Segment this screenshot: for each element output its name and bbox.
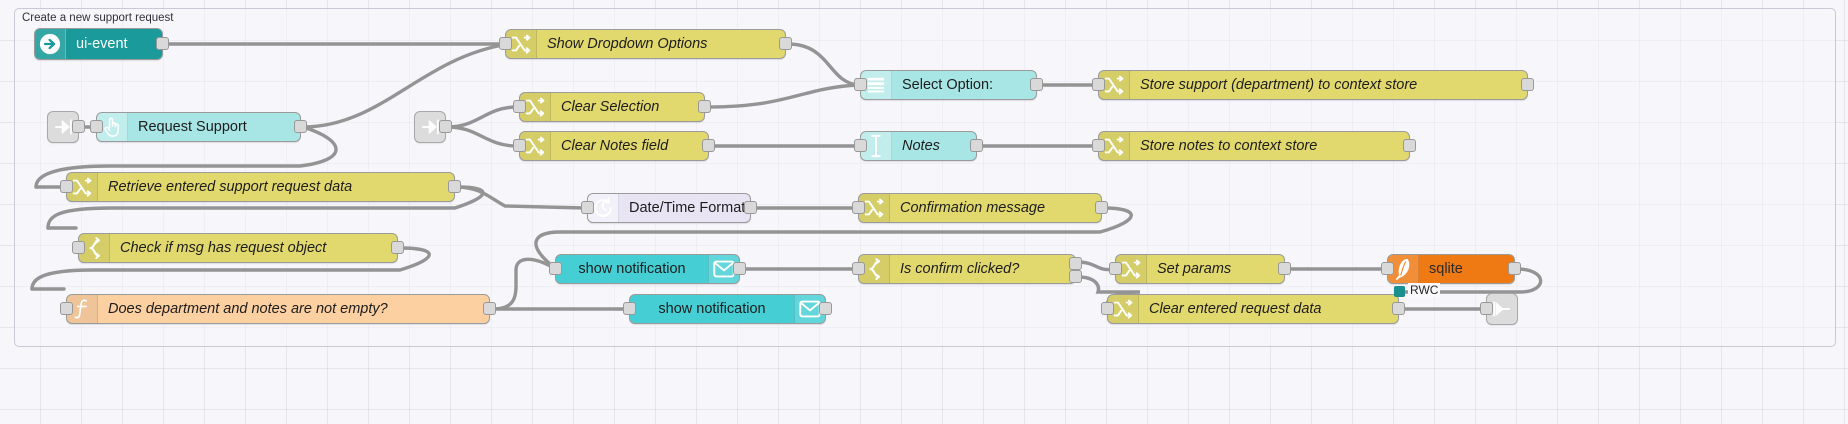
node-output-port[interactable]: [819, 302, 832, 315]
node-label: Clear entered request data: [1149, 301, 1322, 317]
node-output-port[interactable]: [779, 37, 792, 50]
node-datetime[interactable]: Date/Time Formatter: [581, 193, 757, 223]
node-output-port[interactable]: [744, 201, 757, 214]
node-input-port[interactable]: [854, 78, 867, 91]
node-link-out-1[interactable]: [1480, 293, 1518, 325]
node-label: Date/Time Formatter: [629, 200, 750, 216]
link-port[interactable]: [72, 120, 85, 133]
link-port[interactable]: [1480, 302, 1493, 315]
node-output-port[interactable]: [970, 139, 983, 152]
node-label: show notification: [658, 301, 766, 317]
node-label: Confirmation message: [900, 200, 1046, 216]
node-output-port[interactable]: [391, 241, 404, 254]
node-retrieve-data[interactable]: Retrieve entered support request data: [60, 172, 461, 202]
node-output-port[interactable]: [698, 100, 711, 113]
node-input-port[interactable]: [499, 37, 512, 50]
node-input-port[interactable]: [60, 302, 73, 315]
node-input-port[interactable]: [1109, 262, 1122, 275]
node-output-port[interactable]: [733, 262, 746, 275]
node-output-port[interactable]: [1278, 262, 1291, 275]
clock-icon: [588, 194, 619, 222]
node-label: Notes: [902, 138, 940, 154]
node-label: Check if msg has request object: [120, 240, 327, 256]
node-label: Select Option:: [902, 77, 994, 93]
node-output-port[interactable]: [1095, 201, 1108, 214]
node-label: Store notes to context store: [1140, 138, 1318, 154]
status-dot: [1394, 286, 1405, 297]
node-output-port-2[interactable]: [1069, 270, 1082, 283]
node-sqlite[interactable]: sqlite: [1381, 254, 1521, 284]
node-clear-selection[interactable]: Clear Selection: [513, 92, 711, 122]
node-input-port[interactable]: [90, 120, 103, 133]
node-output-port[interactable]: [156, 37, 169, 50]
node-output-port[interactable]: [1030, 78, 1043, 91]
node-output-port[interactable]: [1403, 139, 1416, 152]
node-ui-event[interactable]: ui-event: [34, 28, 169, 60]
node-select-option[interactable]: Select Option:: [854, 70, 1043, 100]
node-set-params[interactable]: Set params: [1109, 254, 1291, 284]
node-output-port[interactable]: [1508, 262, 1521, 275]
node-input-port[interactable]: [852, 262, 865, 275]
node-output-port[interactable]: [448, 180, 461, 193]
node-notify-2[interactable]: show notification: [623, 294, 832, 324]
node-label: sqlite: [1429, 261, 1463, 277]
node-input-port[interactable]: [1092, 78, 1105, 91]
node-store-support[interactable]: Store support (department) to context st…: [1092, 70, 1534, 100]
node-label: Show Dropdown Options: [547, 36, 708, 52]
node-store-notes[interactable]: Store notes to context store: [1092, 131, 1416, 161]
node-input-port[interactable]: [549, 262, 562, 275]
node-label: Clear Notes field: [561, 138, 669, 154]
node-link-in-1[interactable]: [47, 111, 85, 143]
node-notify-1[interactable]: show notification: [549, 254, 746, 284]
node-link-in-2[interactable]: [414, 111, 452, 143]
flow-group-label: Create a new support request: [22, 12, 174, 24]
node-input-port[interactable]: [72, 241, 85, 254]
node-clear-entered[interactable]: Clear entered request data: [1101, 294, 1405, 324]
node-label: Retrieve entered support request data: [108, 179, 353, 195]
node-check-msg[interactable]: Check if msg has request object: [72, 233, 404, 263]
node-confirmation[interactable]: Confirmation message: [852, 193, 1108, 223]
node-is-confirm[interactable]: Is confirm clicked?: [852, 254, 1082, 284]
node-output-port[interactable]: [702, 139, 715, 152]
node-label: Does department and notes are not empty?: [108, 301, 388, 317]
node-request-support[interactable]: Request Support: [90, 112, 307, 142]
node-input-port[interactable]: [854, 139, 867, 152]
node-input-port[interactable]: [513, 100, 526, 113]
node-label: Clear Selection: [561, 99, 660, 115]
node-clear-notes[interactable]: Clear Notes field: [513, 131, 715, 161]
link-port[interactable]: [439, 120, 452, 133]
node-output-port[interactable]: [294, 120, 307, 133]
node-show-dropdown[interactable]: Show Dropdown Options: [499, 29, 792, 59]
node-dept-notes-empty[interactable]: Does department and notes are not empty?: [60, 294, 496, 324]
node-label: Set params: [1157, 261, 1232, 277]
node-input-port[interactable]: [852, 201, 865, 214]
node-input-port[interactable]: [513, 139, 526, 152]
node-input-port[interactable]: [60, 180, 73, 193]
node-input-port[interactable]: [581, 201, 594, 214]
node-output-port[interactable]: [1521, 78, 1534, 91]
node-label: ui-event: [76, 36, 128, 52]
change-node-icon: [1099, 132, 1130, 160]
node-input-port[interactable]: [1381, 262, 1394, 275]
node-label: Is confirm clicked?: [900, 261, 1020, 277]
node-input-port[interactable]: [623, 302, 636, 315]
node-notes[interactable]: Notes: [854, 131, 983, 161]
arrow-right-circle-icon: [35, 29, 66, 59]
status-badge: RWC: [1408, 283, 1441, 297]
node-output-port[interactable]: [483, 302, 496, 315]
node-label: Request Support: [138, 119, 247, 135]
node-input-port[interactable]: [1092, 139, 1105, 152]
node-output-port-1[interactable]: [1069, 257, 1082, 270]
node-output-port[interactable]: [1392, 302, 1405, 315]
node-input-port[interactable]: [1101, 302, 1114, 315]
node-label: Store support (department) to context st…: [1140, 77, 1418, 93]
node-label: show notification: [578, 261, 686, 277]
